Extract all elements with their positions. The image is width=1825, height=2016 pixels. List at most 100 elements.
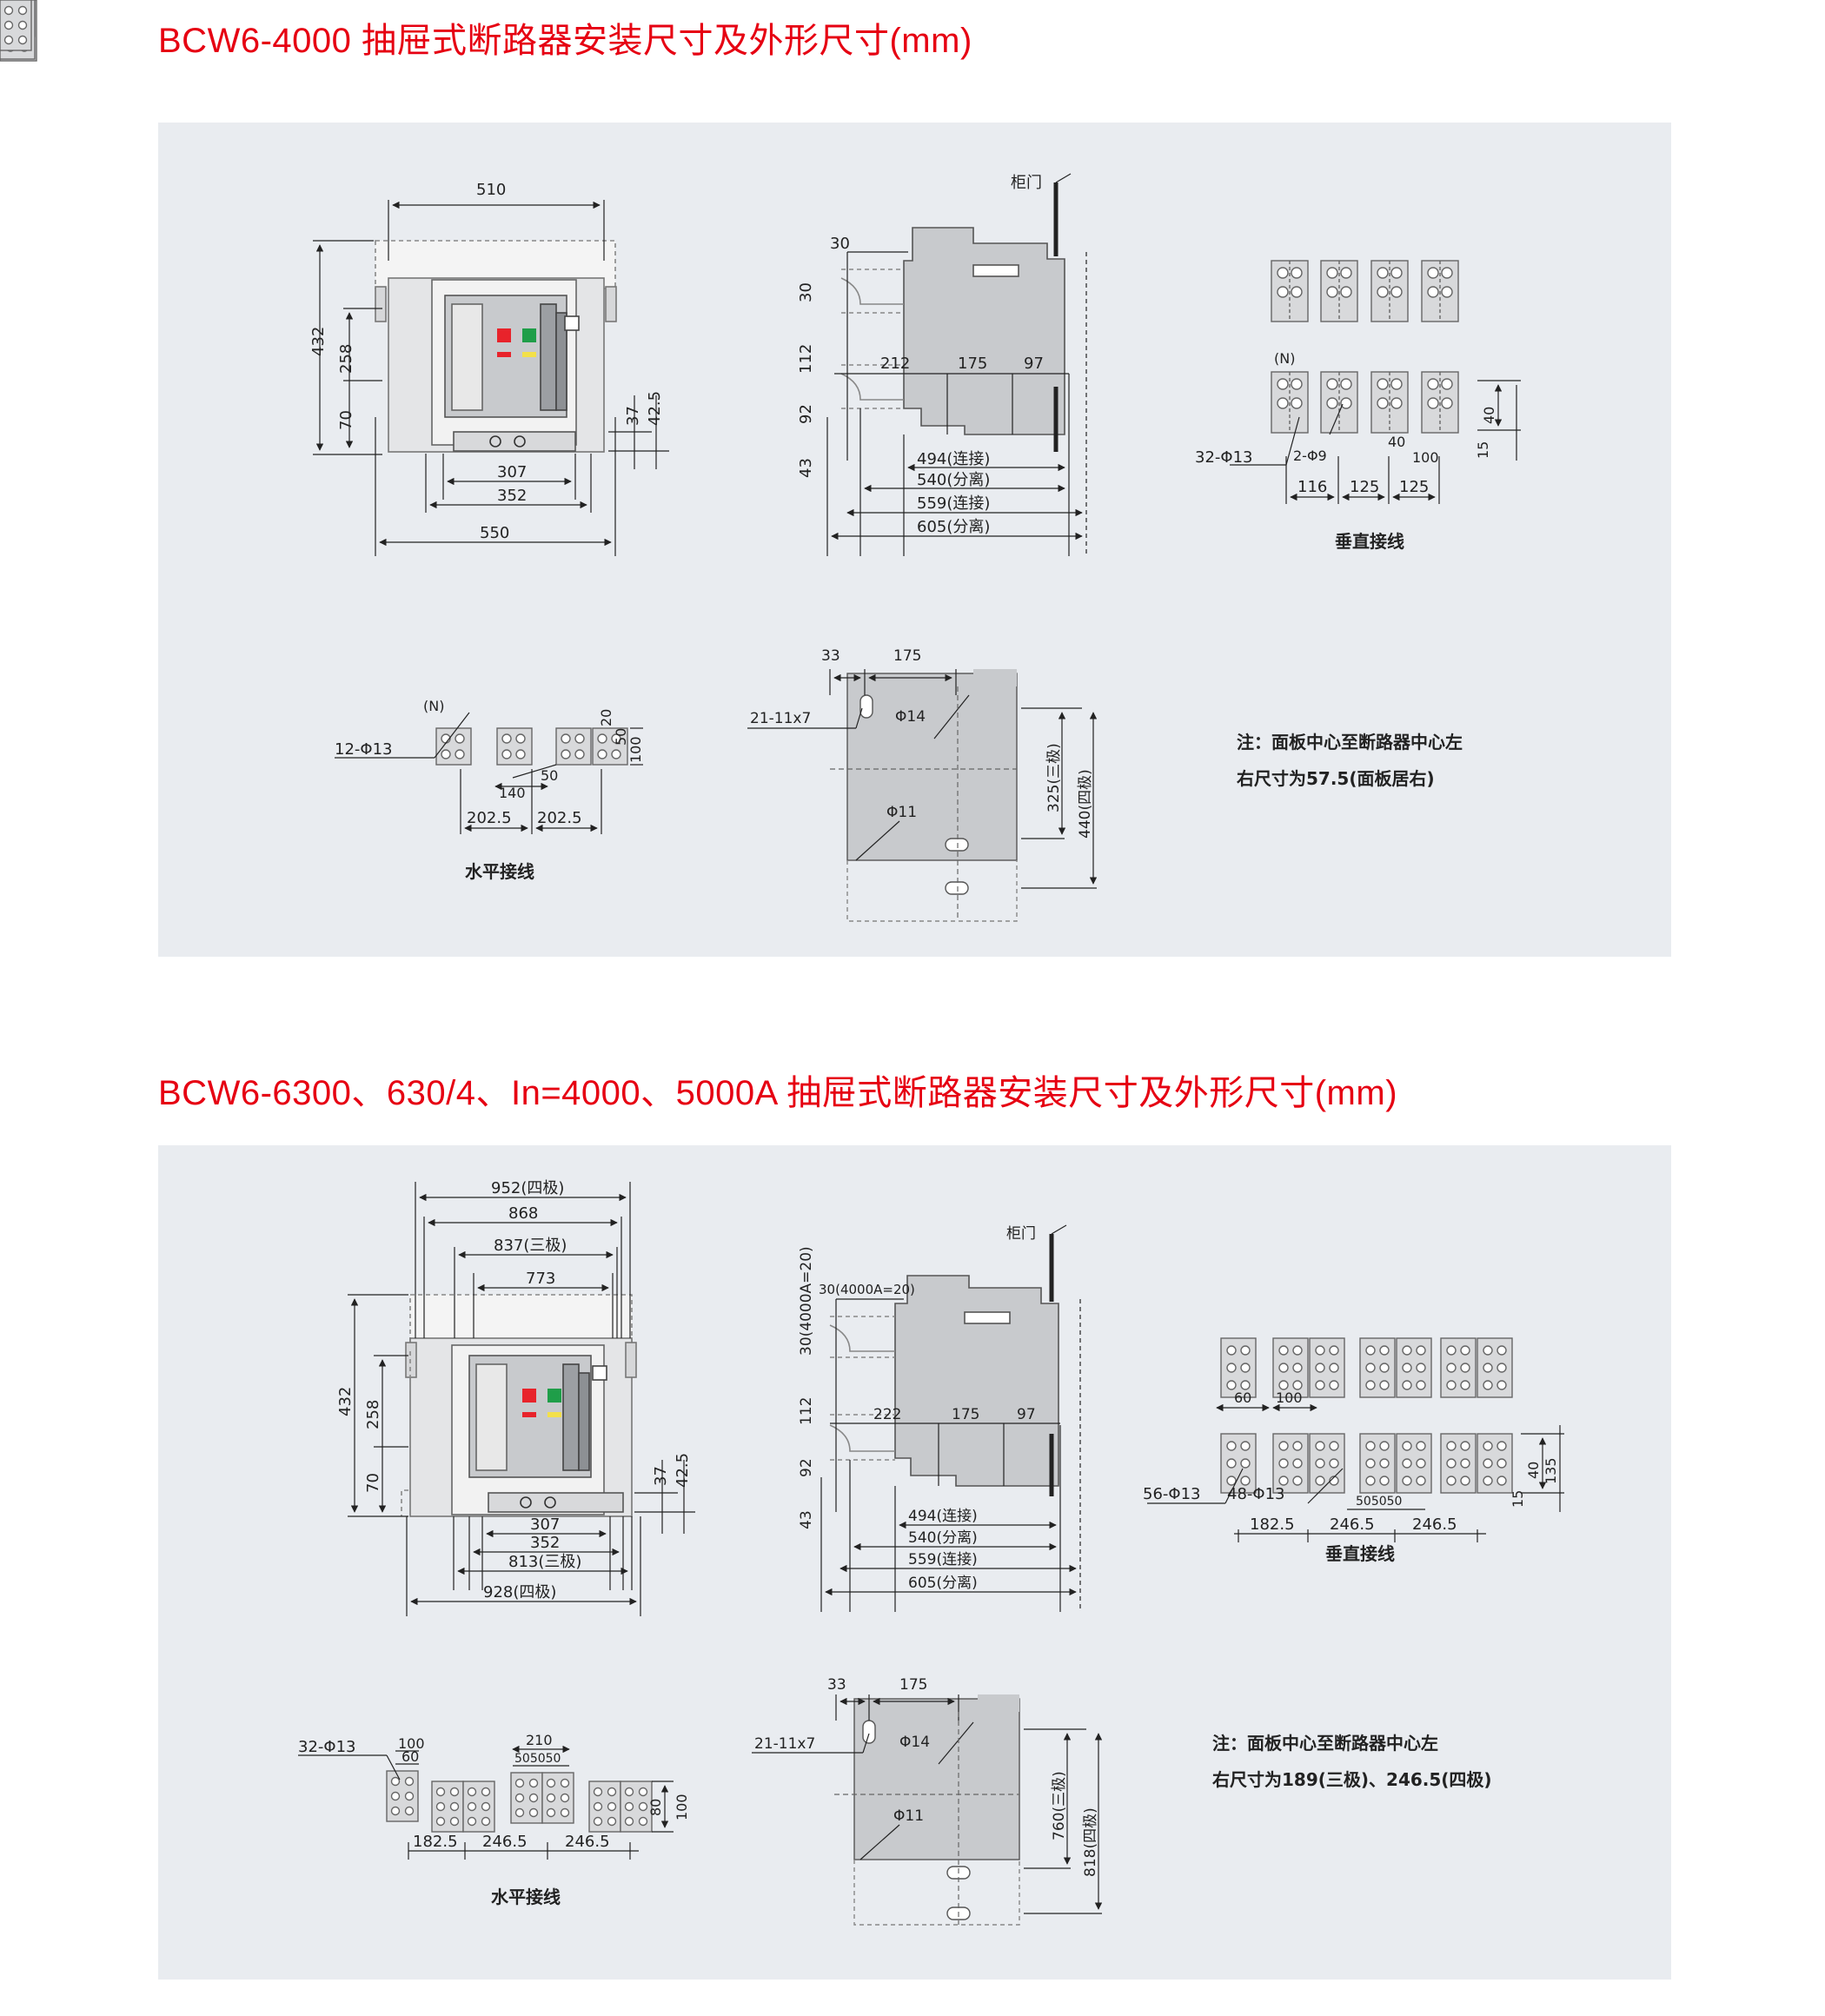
note-2-line2: 右尺寸为189(三极)、246.5(四极) <box>1212 1769 1492 1790</box>
dim-202-5b: 202.5 <box>537 809 582 827</box>
dim-100-v2: 100 <box>1276 1389 1303 1406</box>
dim-60-v2: 60 <box>1234 1389 1251 1406</box>
dim-440: 440(四极) <box>1077 769 1094 839</box>
dim-70: 70 <box>337 410 355 430</box>
dim-837: 837(三极) <box>494 1237 567 1255</box>
dim-43-2: 43 <box>798 1510 815 1529</box>
dim-559: 559(连接) <box>917 494 990 513</box>
dim-182-5-h2: 182.5 <box>413 1833 458 1851</box>
dim-175-mount: 175 <box>893 647 921 665</box>
dim-37-2: 37 <box>652 1466 670 1486</box>
dim-222: 222 <box>873 1406 901 1423</box>
dim-100b-h2: 100 <box>674 1794 690 1820</box>
dim-40-v2: 40 <box>1525 1462 1542 1479</box>
dim-550: 550 <box>480 524 509 542</box>
dim-97: 97 <box>1024 355 1044 373</box>
dim-175-mount-2: 175 <box>899 1676 927 1694</box>
dim-100-h2: 100 <box>398 1735 425 1752</box>
dim-182-5-v2: 182.5 <box>1250 1515 1295 1534</box>
note-2-line1: 注：面板中心至断路器中心左 <box>1212 1733 1438 1754</box>
dim-60-h2: 60 <box>402 1748 419 1765</box>
dim-246-5b-h2: 246.5 <box>565 1833 610 1851</box>
dim-116: 116 <box>1297 478 1327 496</box>
holes-12-phi13: 12-Φ13 <box>335 740 392 759</box>
dim-210: 210 <box>526 1732 553 1748</box>
dim-928: 928(四极) <box>483 1583 556 1602</box>
dim-33: 33 <box>821 647 840 665</box>
caption-horizontal-1: 水平接线 <box>465 861 534 882</box>
dim-952: 952(四极) <box>491 1179 564 1197</box>
vertical-wiring-2 <box>0 0 1564 1542</box>
dim-258-2: 258 <box>364 1400 382 1429</box>
dim-37: 37 <box>624 406 642 426</box>
dim-125b: 125 <box>1399 478 1429 496</box>
dim-125a: 125 <box>1350 478 1379 496</box>
front-view-2 <box>348 1182 695 1616</box>
dim-175: 175 <box>958 355 987 373</box>
section1-title: BCW6-4000 抽屉式断路器安装尺寸及外形尺寸(mm) <box>158 22 972 60</box>
caption-horizontal-2: 水平接线 <box>491 1887 561 1907</box>
side-view-2 <box>820 1224 1081 1612</box>
dim-494: 494(连接) <box>917 450 990 468</box>
phi11-label: Φ11 <box>886 804 917 821</box>
dim-112: 112 <box>797 344 815 374</box>
dim-325: 325(三极) <box>1045 743 1063 812</box>
dim-40b-v1: 40 <box>1481 407 1497 424</box>
dim-15-v2: 15 <box>1510 1490 1526 1508</box>
cabinet-door-label-2: 柜门 <box>1006 1225 1036 1243</box>
dim-30-top: 30 <box>830 235 850 253</box>
dim-135-v2: 135 <box>1543 1457 1559 1484</box>
dim-868: 868 <box>508 1204 538 1223</box>
mounting-view-1 <box>747 669 1098 922</box>
dim-246-5a-v2: 246.5 <box>1330 1515 1375 1534</box>
holes-32-phi13: 32-Φ13 <box>1195 448 1252 467</box>
dim-494-2: 494(连接) <box>908 1508 978 1525</box>
dim-307-2: 307 <box>530 1515 560 1534</box>
dim-540-2: 540(分离) <box>908 1529 978 1547</box>
dim-510: 510 <box>476 181 506 199</box>
dim-760: 760(三极) <box>1051 1771 1068 1840</box>
slot-2-phi9: 2-Φ9 <box>1293 448 1327 464</box>
dim-80-h2: 80 <box>647 1799 664 1816</box>
dim-42-5-2: 42.5 <box>674 1453 692 1488</box>
dim-813: 813(三极) <box>508 1553 581 1571</box>
dim-559-2: 559(连接) <box>908 1551 978 1568</box>
dim-100-v1: 100 <box>1412 449 1439 466</box>
holes-56-phi13: 56-Φ13 <box>1143 1485 1200 1503</box>
dim-352: 352 <box>497 487 527 505</box>
dim-352-2: 352 <box>530 1534 560 1552</box>
slots-21-11x7-2: 21-11x7 <box>754 1735 815 1753</box>
phi14-label-2: Φ14 <box>899 1734 930 1751</box>
dim-202-5a: 202.5 <box>467 809 512 827</box>
dim-112-2: 112 <box>798 1397 815 1425</box>
caption-vertical-2: 垂直接线 <box>1325 1543 1395 1564</box>
dim-70-2: 70 <box>364 1473 382 1493</box>
dim-97-2: 97 <box>1017 1406 1036 1423</box>
dim-42-5: 42.5 <box>646 391 664 426</box>
dim-50-h1: 50 <box>541 767 558 784</box>
red-button-icon <box>497 328 511 342</box>
holes-32-phi13-h2: 32-Φ13 <box>298 1738 355 1756</box>
dim-505050-h2: 505050 <box>514 1752 561 1766</box>
dim-30-4000a-h: 30(4000A=20) <box>819 1282 915 1297</box>
dim-40-v1: 40 <box>1388 434 1405 450</box>
note-1-line2: 右尺寸为57.5(面板居右) <box>1237 768 1435 789</box>
horizontal-wiring-2 <box>0 0 674 1860</box>
dim-50-h1b: 50 <box>613 728 629 746</box>
dim-818: 818(四极) <box>1082 1807 1099 1877</box>
dim-43: 43 <box>797 458 815 478</box>
dim-605: 605(分离) <box>917 518 990 536</box>
note-1-line1: 注：面板中心至断路器中心左 <box>1237 732 1463 753</box>
note-2: 注：面板中心至断路器中心左 右尺寸为189(三极)、246.5(四极) <box>1212 1725 1492 1798</box>
dim-15-v1: 15 <box>1475 441 1491 459</box>
dim-30-side: 30 <box>797 282 815 302</box>
red-button-icon-2 <box>522 1389 536 1403</box>
caption-vertical-1: 垂直接线 <box>1335 531 1404 552</box>
dim-175-2: 175 <box>952 1406 979 1423</box>
dim-140: 140 <box>499 785 526 801</box>
dim-246-5a-h2: 246.5 <box>482 1833 528 1851</box>
front-view-1 <box>313 200 669 556</box>
dim-432: 432 <box>309 327 328 356</box>
mounting-view-2 <box>752 1694 1103 1926</box>
